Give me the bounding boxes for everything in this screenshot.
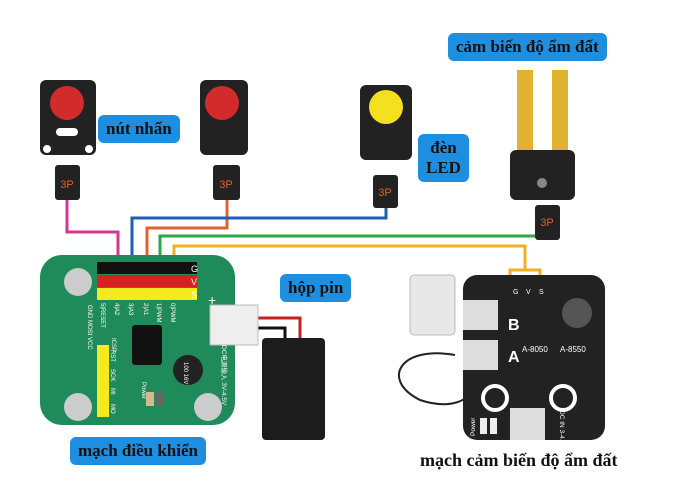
sensor-driver-board: G V S B A A-8050 A-8550 Power DC IN 3-4.… — [463, 275, 605, 449]
red-button-cap[interactable] — [50, 86, 84, 120]
power-label: Power — [140, 382, 146, 399]
transistor-8050: A-8050 — [522, 345, 548, 354]
pin-label-2: 2|A1 — [142, 303, 148, 316]
label-controller: mạch điều khiển — [70, 437, 206, 465]
pin-label-3: 3|A3 — [127, 303, 133, 316]
label-battery: hộp pin — [280, 274, 352, 302]
connector-label: 3P — [219, 179, 232, 191]
chip — [132, 325, 162, 365]
water-pump — [409, 274, 456, 336]
label-button: nút nhấn — [98, 115, 180, 143]
battery-box — [262, 338, 325, 440]
wire-blue — [130, 208, 388, 285]
dc-in-connector[interactable] — [510, 408, 545, 440]
power-connector[interactable] — [209, 304, 259, 346]
led-module: 3P — [360, 85, 412, 208]
header-row-s: S — [191, 290, 197, 300]
label-led-line1: đèn — [430, 138, 457, 157]
wire-battery-black — [258, 326, 287, 340]
label-sensor-board: mạch cảm biến độ ẩm đất — [420, 450, 618, 470]
icsp-mi: MI — [109, 388, 115, 395]
dc-in-label: DC IN 3-4.5V — [558, 410, 565, 449]
pump-tube — [398, 352, 471, 406]
pin-label-4: 4|A2 — [113, 303, 119, 316]
header-row-g: G — [191, 264, 198, 274]
pin-label-1: 1|PWM — [155, 303, 161, 323]
side-pins-label: GND MOSI VCC — [86, 305, 92, 350]
yellow-led — [369, 90, 403, 124]
pin-label-5: 5|RESET — [99, 303, 105, 328]
transistor-8550: A-8550 — [560, 345, 586, 354]
label-led: đèn LED — [418, 134, 469, 182]
svg-text:+: + — [208, 292, 216, 308]
soil-moisture-probe: 3P — [510, 70, 575, 240]
channel-b: B — [508, 317, 520, 334]
wire-yellow — [172, 244, 542, 285]
connector-label: 3P — [540, 217, 553, 229]
capacitor-label: 100 16V — [182, 362, 188, 384]
icsp-sck: SCK — [109, 369, 115, 381]
driver-power-label: Power — [470, 417, 477, 436]
channel-a: A — [508, 349, 520, 366]
power-input-label: DC电源输入 3V-4.5V — [220, 345, 229, 406]
capacitor — [173, 355, 203, 385]
header-row-v: V — [191, 277, 197, 287]
connector-label: 3P — [378, 187, 391, 199]
icsp-mo: MO — [109, 404, 115, 414]
driver-pin-g: G — [513, 289, 518, 296]
icsp-label: ICSP — [110, 338, 116, 352]
wire-battery-red — [258, 316, 302, 340]
icsp-rst: RST — [109, 350, 115, 362]
button-module-2[interactable]: 3P — [200, 80, 248, 200]
button-module-1[interactable]: 3P — [40, 80, 96, 200]
label-led-line2: LED — [426, 158, 461, 177]
connector-label: 3P — [60, 179, 73, 191]
pin-label-0: 0|PWM — [169, 303, 175, 323]
controller-board: G V S 5|RESET 4|A2 3|A3 2|A1 1|PWM 0|PWM… — [40, 255, 259, 425]
driver-pin-v: V — [526, 289, 531, 296]
driver-pin-s: S — [539, 289, 544, 296]
red-button-cap[interactable] — [205, 86, 239, 120]
label-soil-sensor: cảm biến độ ẩm đất — [448, 33, 607, 61]
